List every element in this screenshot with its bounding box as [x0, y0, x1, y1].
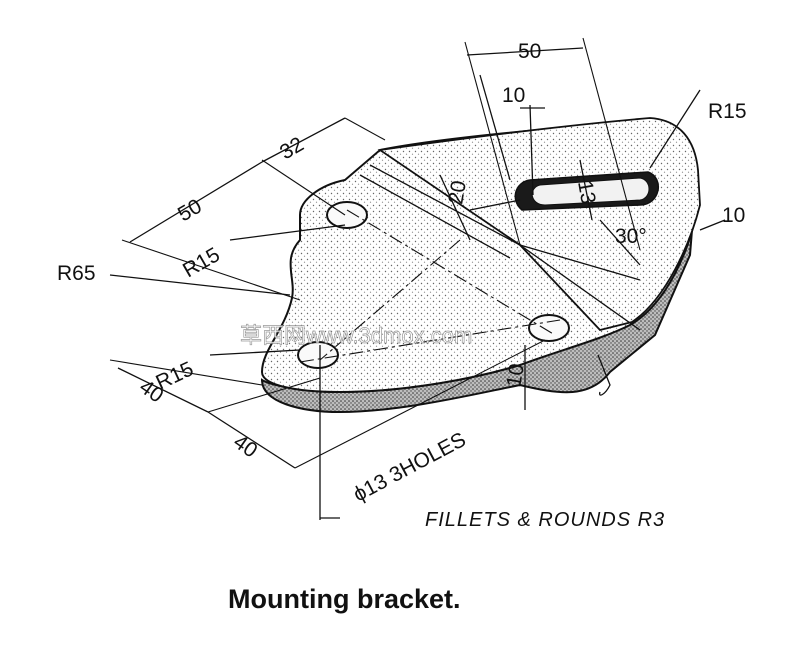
- dim-20: 20: [444, 179, 471, 206]
- figure-caption: Mounting bracket.: [228, 584, 461, 614]
- dimension-lines: [109, 37, 726, 520]
- hole-bottom-left: [297, 341, 339, 369]
- dim-10-bottom: 10: [502, 362, 529, 389]
- dim-r15-left: R15: [179, 243, 224, 282]
- dim-30-degrees: 30°: [615, 225, 647, 248]
- dim-holes: ϕ13 3HOLES: [350, 428, 470, 506]
- bend-line-2: [359, 174, 511, 259]
- hole-top-left: [326, 201, 368, 229]
- hole-bottom-right: [528, 314, 570, 342]
- dim-50-top: 50: [518, 40, 541, 63]
- dim-40-b: 40: [229, 430, 261, 462]
- dim-10-top: 10: [502, 84, 525, 107]
- upright-flange: [377, 117, 701, 332]
- flange-edge: [519, 244, 641, 331]
- dim-r65: R65: [57, 262, 96, 285]
- dim-10-right: 10: [722, 204, 745, 227]
- watermark: 草西网www.3dmox.com: [240, 323, 472, 348]
- bracket-part: [260, 117, 701, 414]
- dim-32: 32: [276, 133, 308, 165]
- dim-r15-top: R15: [708, 100, 747, 123]
- fillets-note: FILLETS & ROUNDS R3: [425, 509, 665, 531]
- dim-13: 13: [573, 179, 600, 206]
